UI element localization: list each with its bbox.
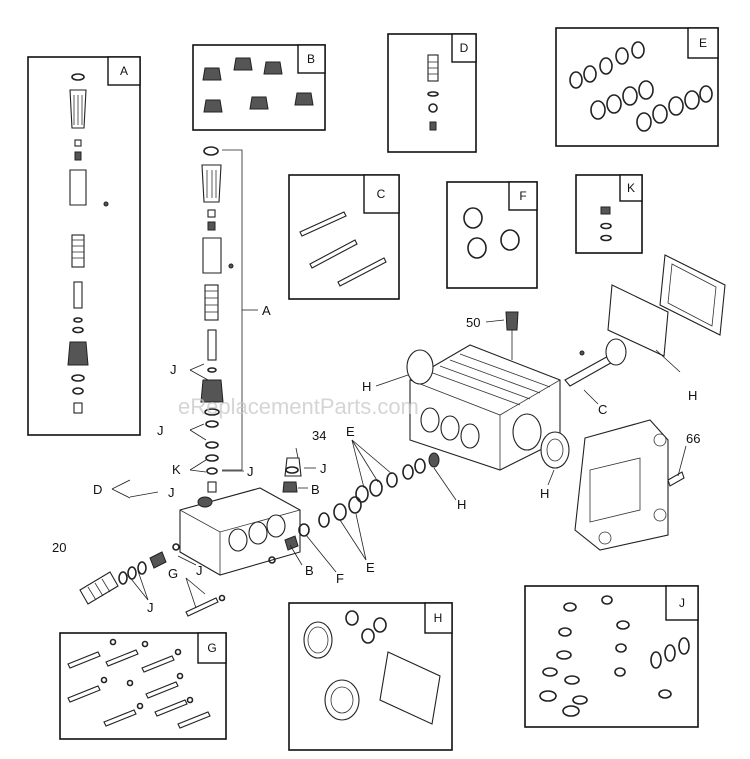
callout-b-1: B (311, 482, 320, 497)
callout-j-6: J (147, 600, 154, 615)
kit-box-a[interactable]: A (27, 56, 141, 436)
kit-box-g[interactable]: G (59, 632, 227, 740)
kit-box-k[interactable]: K (575, 174, 643, 254)
callout-b-2: B (305, 563, 314, 578)
kit-box-e[interactable]: E (555, 27, 719, 147)
leader-lines (111, 319, 687, 609)
callout-f: F (336, 571, 344, 586)
callout-34: 34 (312, 428, 326, 443)
outlet-fitting[interactable] (79, 543, 180, 605)
callout-50: 50 (466, 315, 480, 330)
oil-seal (540, 431, 570, 469)
kit-a-label: A (120, 64, 128, 78)
crankcase-cover (406, 349, 434, 385)
kit-box-d[interactable]: D (387, 33, 477, 153)
kit-box-b[interactable]: B (192, 44, 326, 131)
callout-h-3: H (540, 486, 549, 501)
callout-j-1: J (170, 362, 177, 377)
watermark: eReplacementParts.com (178, 394, 419, 419)
kit-j-label: J (679, 596, 685, 610)
callout-j-5: J (196, 563, 203, 578)
callout-h-2: H (457, 497, 466, 512)
kit-k-label: K (627, 181, 635, 195)
callout-j-3: J (247, 464, 254, 479)
callout-d: D (93, 482, 102, 497)
manifold-bolt (185, 597, 219, 617)
kit-box-f[interactable]: F (446, 181, 538, 289)
rear-cover (659, 254, 726, 336)
kit-e-label: E (699, 36, 707, 50)
kit-c-label: C (377, 187, 386, 201)
kit-f-label: F (519, 189, 526, 203)
pump-manifold[interactable] (179, 487, 301, 576)
check-valve (284, 535, 299, 551)
callout-k: K (172, 462, 181, 477)
callout-c: C (598, 402, 607, 417)
bracket-a (222, 149, 243, 471)
kit-box-j[interactable]: J (524, 585, 699, 728)
callout-66: 66 (686, 431, 700, 446)
kit-h-label: H (434, 611, 443, 625)
callout-e-2: E (366, 560, 375, 575)
mounting-flange[interactable] (574, 419, 669, 551)
callout-g: G (168, 566, 178, 581)
kit-b-label: B (307, 52, 315, 66)
kit-box-h[interactable]: H (288, 602, 453, 751)
callout-j-7: J (320, 461, 327, 476)
callout-e-1: E (346, 424, 355, 439)
seal-stack (318, 452, 440, 528)
bolt-66 (667, 471, 685, 487)
callout-h-1: H (362, 379, 371, 394)
kit-box-c[interactable]: C (288, 174, 400, 300)
kit-d-label: D (460, 41, 469, 55)
unloader-valve-stack (200, 146, 234, 493)
callout-a: A (262, 303, 271, 318)
callout-h-4: H (688, 388, 697, 403)
callout-20: 20 (52, 540, 66, 555)
callout-j-2: J (157, 423, 164, 438)
kit-g-label: G (207, 641, 216, 655)
callout-j-4: J (168, 485, 175, 500)
rear-gasket (607, 284, 669, 357)
oil-cap (505, 311, 519, 331)
